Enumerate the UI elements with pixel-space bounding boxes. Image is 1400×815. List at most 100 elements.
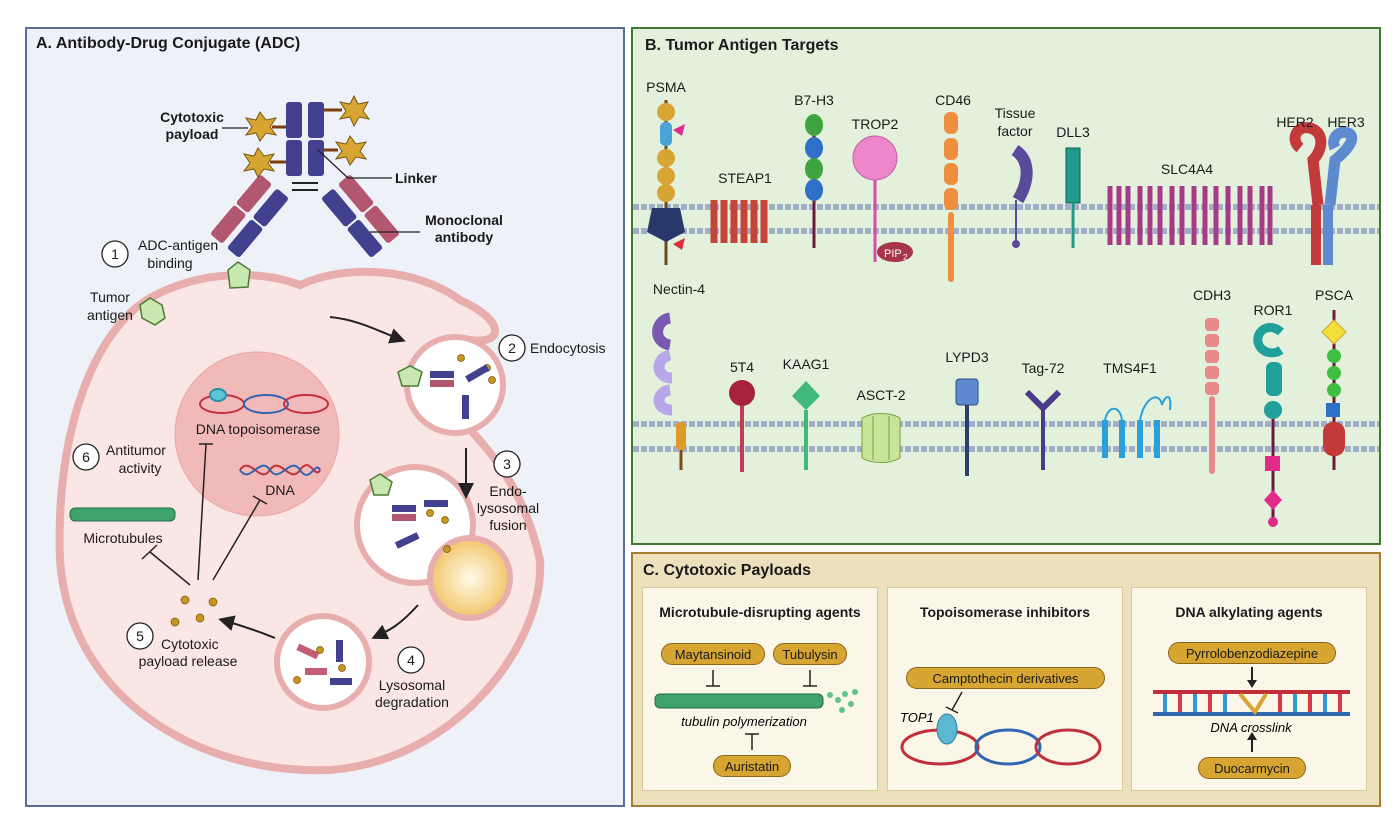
svg-text:fusion: fusion <box>489 517 526 533</box>
dna-crosslink-caption: DNA crosslink <box>1210 720 1293 735</box>
5t4-icon <box>729 380 755 472</box>
svg-text:2: 2 <box>903 253 908 262</box>
kaag1-icon <box>792 381 820 470</box>
topoisomerase-box <box>887 587 1123 791</box>
her2-icon <box>1289 122 1327 265</box>
label-nectin4: Nectin-4 <box>653 281 705 297</box>
b7h3-icon <box>805 114 823 248</box>
label-ror1: ROR1 <box>1254 302 1293 318</box>
label-5t4: 5T4 <box>730 359 754 375</box>
cd46-icon <box>944 112 958 282</box>
svg-text:activity: activity <box>119 460 162 476</box>
panel-c-title: C. Cytotoxic Payloads <box>643 562 812 579</box>
label-cdh3: CDH3 <box>1193 287 1231 303</box>
step-5-label: Cytotoxic <box>161 636 219 652</box>
svg-text:degradation: degradation <box>375 694 449 710</box>
panel-a-title: A. Antibody-Drug Conjugate (ADC) <box>36 35 301 52</box>
payload-label: Cytotoxic <box>160 109 224 125</box>
microtubules-label: Microtubules <box>83 530 162 546</box>
tumor-antigen-label: Tumor <box>90 289 130 305</box>
step-2-number: 2 <box>508 340 516 356</box>
svg-text:payload: payload <box>166 126 219 142</box>
panel-b-title: B. Tumor Antigen Targets <box>645 37 839 54</box>
svg-text:factor: factor <box>997 123 1032 139</box>
steap1-icon <box>710 200 768 243</box>
step-5-number: 5 <box>136 628 144 644</box>
label-slc4a4: SLC4A4 <box>1161 161 1213 177</box>
step-4-label: Lysosomal <box>379 677 445 693</box>
step-4-number: 4 <box>407 652 415 668</box>
dna-crosslink-icon <box>1153 690 1350 716</box>
label-cd46: CD46 <box>935 92 971 108</box>
auristatin-pill: Auristatin <box>713 755 791 777</box>
dna-label: DNA <box>265 482 295 498</box>
top1-caption: TOP1 <box>900 710 934 725</box>
membrane-row2 <box>633 421 1379 452</box>
step-1-number: 1 <box>111 246 119 262</box>
step-6-label: Antitumor <box>106 442 166 458</box>
label-steap1: STEAP1 <box>718 170 772 186</box>
label-lypd3: LYPD3 <box>945 349 989 365</box>
label-tissue-factor: Tissue <box>995 105 1036 121</box>
pyrrolobenzodiazepine-pill: Pyrrolobenzodiazepine <box>1168 642 1336 664</box>
psma-icon <box>647 100 685 265</box>
linker-label: Linker <box>395 170 438 186</box>
asct2-icon <box>861 413 901 463</box>
microtubule-agents-title: Microtubule-disrupting agents <box>659 604 861 620</box>
step-3-label: Endo- <box>489 483 527 499</box>
label-pip2: PIP <box>884 248 902 260</box>
dna-alkylating-title: DNA alkylating agents <box>1175 604 1323 620</box>
tms4f1-icon <box>1102 396 1172 458</box>
label-her3: HER3 <box>1327 114 1365 130</box>
bound-antigen-icon <box>227 261 251 289</box>
dna-helix-icon <box>239 464 321 476</box>
svg-text:payload release: payload release <box>139 653 238 669</box>
svg-text:antibody: antibody <box>435 229 494 245</box>
label-asct2: ASCT-2 <box>856 387 905 403</box>
top1-dna-icon <box>900 728 1102 766</box>
ror1-icon <box>1253 323 1285 527</box>
label-tms4f1: TMS4F1 <box>1103 360 1157 376</box>
label-psma: PSMA <box>646 79 686 95</box>
duocarmycin-pill: Duocarmycin <box>1198 757 1306 779</box>
lysosome <box>427 535 513 621</box>
tubulysin-pill: Tubulysin <box>773 643 847 665</box>
camptothecin-pill: Camptothecin derivatives <box>906 667 1105 689</box>
step-3-number: 3 <box>503 456 511 472</box>
dll3-icon <box>1065 147 1081 248</box>
tag72-icon <box>1024 389 1062 470</box>
psca-icon <box>1321 310 1347 470</box>
step-2-label: Endocytosis <box>530 340 605 356</box>
svg-text:antigen: antigen <box>87 307 133 323</box>
label-her2: HER2 <box>1276 114 1314 130</box>
lypd3-icon <box>955 378 979 476</box>
svg-text:binding: binding <box>147 255 192 271</box>
label-dll3: DLL3 <box>1056 124 1090 140</box>
step-6-number: 6 <box>82 449 90 465</box>
tissue-factor-icon <box>1011 145 1033 248</box>
label-b7h3: B7-H3 <box>794 92 834 108</box>
tubulin-icon <box>654 693 824 709</box>
nectin4-icon <box>652 312 686 470</box>
her3-icon <box>1323 126 1358 265</box>
label-psca: PSCA <box>1315 287 1354 303</box>
topoisomerase-title: Topoisomerase inhibitors <box>919 604 1091 620</box>
label-tag72: Tag-72 <box>1022 360 1065 376</box>
antibody-icon <box>211 94 399 257</box>
top1-enzyme-icon <box>936 713 958 745</box>
tubulin-caption: tubulin polymerization <box>681 714 807 729</box>
dna-topoisomerase-label: DNA topoisomerase <box>196 421 321 437</box>
svg-text:lysosomal: lysosomal <box>477 500 539 516</box>
panel-b <box>631 27 1381 545</box>
step-1-label: ADC-antigen <box>138 237 218 253</box>
antibody-label: Monoclonal <box>425 212 503 228</box>
dna-topo-loops-icon <box>199 388 329 414</box>
trop2-icon <box>852 135 913 262</box>
microtubule-icon <box>69 507 176 522</box>
slc4a4-icon <box>1107 186 1273 245</box>
label-kaag1: KAAG1 <box>783 356 830 372</box>
tumor-antigen-icon <box>139 297 166 326</box>
